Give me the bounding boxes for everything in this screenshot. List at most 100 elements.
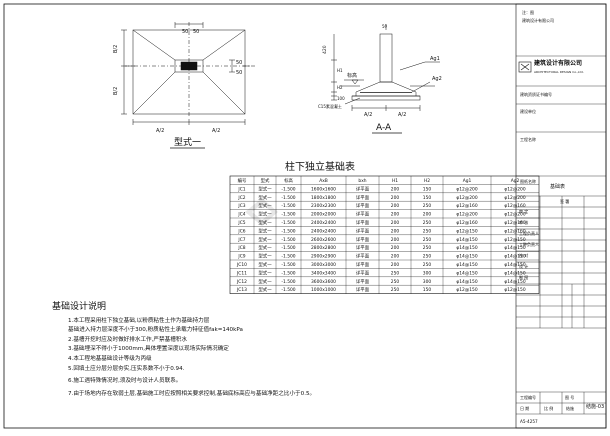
tb-role-label: 工程负责人 xyxy=(519,231,539,236)
table-cell: -1.500 xyxy=(281,262,295,268)
table-cell: 详平面 xyxy=(356,211,370,218)
table-cell: 250 xyxy=(423,237,432,243)
tb-client-label: 建设单位 xyxy=(520,109,536,114)
table-cell: 详平面 xyxy=(356,253,370,260)
table-cell: φ14@150 xyxy=(456,279,477,285)
table-cell: 型式一 xyxy=(258,269,272,276)
table-cell: 200 xyxy=(391,186,400,192)
section-dim-a2-right: A/2 xyxy=(398,112,406,118)
table-cell: φ12@200 xyxy=(504,195,525,201)
table-cell: 250 xyxy=(391,270,400,276)
table-cell: -1.500 xyxy=(281,287,295,293)
table-cell: 300 xyxy=(423,279,432,285)
tb-stamp-label: 签 署 xyxy=(560,199,570,204)
table-cell: φ12@200 xyxy=(504,212,525,218)
notes-block: 1.本工程采用柱下独立基础,以粉质粘性土作为基础持力层 基础进入持力层深度不小于… xyxy=(68,316,315,397)
note-line: 基础进入持力层深度不小于300,粉质粘性土承载力特征值fak=140kPa xyxy=(68,325,243,333)
table-cell: JC4 xyxy=(237,212,245,218)
table-cell: φ14@150 xyxy=(504,279,525,285)
table-cell: 型式一 xyxy=(258,278,272,285)
table-cell: 300 xyxy=(423,270,432,276)
table-cell: 型式一 xyxy=(258,253,272,260)
table-cell: φ14@150 xyxy=(456,270,477,276)
table-cell: 详平面 xyxy=(356,219,370,226)
table-cell: φ14@150 xyxy=(456,254,477,260)
table-cell: φ12@200 xyxy=(504,186,525,192)
table-cell: φ12@160 xyxy=(456,220,477,226)
table-cell: φ14@150 xyxy=(504,262,525,268)
table-cell: 详平面 xyxy=(356,202,370,209)
note-line: 3.基础埋深不得小于1000mm,具体埋置深度以现场实际情况确定 xyxy=(68,344,229,352)
section-caption: A-A xyxy=(376,123,392,133)
plan-dim-50-top: 50 xyxy=(182,29,188,35)
section-label-c15: C15素混凝土 xyxy=(318,103,342,109)
table-cell: 2900x2900 xyxy=(311,254,336,260)
table-cell: φ14@150 xyxy=(456,237,477,243)
table-header-cell: AxB xyxy=(319,178,328,184)
table-cell: 200 xyxy=(391,245,400,251)
table-cell: φ14@150 xyxy=(504,270,525,276)
table-cell: φ12@150 xyxy=(456,287,477,293)
table-cell: JC6 xyxy=(237,228,245,234)
title-block-lines xyxy=(516,55,606,415)
table-cell: 详平面 xyxy=(356,244,370,251)
note-line: 6.施工遇特殊情况时,须及时与设计人员联系。 xyxy=(68,376,181,384)
table-cell: 型式一 xyxy=(258,261,272,268)
table-header-cell: bxh xyxy=(358,178,366,184)
table-cell: 250 xyxy=(423,262,432,268)
table-cell: 250 xyxy=(423,220,432,226)
table-cell: 2400x2400 xyxy=(311,220,336,226)
table-cell: JC10 xyxy=(236,262,247,268)
table-cell: 详平面 xyxy=(356,185,370,192)
table-cell: JC13 xyxy=(236,287,247,293)
table-cell: 详平面 xyxy=(356,227,370,234)
table-cell: φ12@160 xyxy=(504,228,525,234)
tb-role-label: 审 核 xyxy=(519,220,529,225)
tb-role-label: 工种负责人 xyxy=(519,242,539,247)
tb-drawing-label: 图纸名称 xyxy=(520,179,536,184)
tb-scale-label: 比 例 xyxy=(544,406,554,411)
table-cell: JC8 xyxy=(237,245,245,251)
table-cell: 2600x2600 xyxy=(311,237,336,243)
table-cell: 200 xyxy=(391,212,400,218)
table-cell: JC9 xyxy=(237,254,245,260)
table-header-cell: H1 xyxy=(392,178,398,184)
table-cell: 200 xyxy=(391,195,400,201)
tb-role-label: 校 对 xyxy=(519,253,529,258)
table-cell: φ12@160 xyxy=(456,203,477,209)
plan-view xyxy=(121,22,255,125)
table-cell: 型式一 xyxy=(258,219,272,226)
table-header-cell: H2 xyxy=(424,178,430,184)
plan-dim-b2-upper: B/2 xyxy=(113,45,119,53)
table-cell: 250 xyxy=(391,279,400,285)
table-cell: 详平面 xyxy=(356,278,370,285)
table-cell: JC1 xyxy=(237,186,245,192)
section-dim-50: 50 xyxy=(382,24,388,29)
table-cell: 型式一 xyxy=(258,236,272,243)
table-header-cell: 型式 xyxy=(261,177,270,184)
table-cell: 200 xyxy=(391,254,400,260)
plan-dim-50-right2: 50 xyxy=(236,70,242,76)
table-cell: φ14@150 xyxy=(456,245,477,251)
table-cell: 250 xyxy=(423,245,432,251)
table-cell: 250 xyxy=(423,254,432,260)
table-cell: φ14@150 xyxy=(504,245,525,251)
tb-bottom-id: A5-4257 xyxy=(520,419,538,424)
tb-company-en: ARCHITECTURAL DESIGN Co.,Ltd. xyxy=(534,70,584,74)
table-cell: 2400x2400 xyxy=(311,228,336,234)
table-cell: JC11 xyxy=(236,270,247,276)
table-cell: 2300x2300 xyxy=(311,203,336,209)
title-block-frame xyxy=(515,3,607,429)
table-cell: 3600x3600 xyxy=(311,279,336,285)
table-cell: -1.500 xyxy=(281,245,295,251)
note-line: 1.本工程采用柱下独立基础,以粉质粘性土作为基础持力层 xyxy=(68,316,210,324)
table-cell: 型式一 xyxy=(258,227,272,234)
table-cell: 200 xyxy=(391,228,400,234)
table-cell: -1.500 xyxy=(281,254,295,260)
section-label-ag2: Ag2 xyxy=(432,76,442,82)
tb-proj-no-label: 工程编号 xyxy=(520,395,536,400)
plan-dim-50-top2: 50 xyxy=(193,29,199,35)
